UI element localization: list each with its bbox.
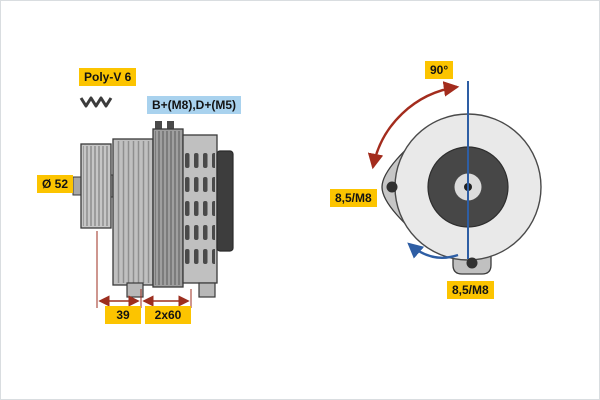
terminals-label: B+(M8),D+(M5) xyxy=(147,96,242,114)
alternator-rear-view xyxy=(367,81,542,275)
belt-rib-icon xyxy=(79,96,113,108)
stator-section xyxy=(152,128,184,288)
rear-cover xyxy=(216,150,234,252)
rear-shield xyxy=(182,134,218,284)
pulley-diameter-label: Ø 52 xyxy=(37,175,74,193)
rear-mounting-foot xyxy=(198,282,216,298)
left-hole-size-label: 8,5/M8 xyxy=(330,189,377,207)
bottom-mounting-hole xyxy=(466,257,478,269)
shaft-end xyxy=(72,176,82,196)
terminal-stud-d xyxy=(167,121,174,130)
dimension-lines xyxy=(96,231,192,308)
rotation-direction-arrow xyxy=(407,242,459,259)
left-mounting-hole xyxy=(386,181,398,193)
belt-type-label: Poly-V 6 xyxy=(79,68,137,86)
poly-v-pulley xyxy=(80,143,112,229)
terminal-stud-b xyxy=(155,121,162,130)
dimension-2x60-label: 2x60 xyxy=(145,306,191,324)
angle-arc-arrow xyxy=(367,81,460,170)
drive-end-shield xyxy=(112,138,154,286)
dimension-39-label: 39 xyxy=(105,306,141,324)
alternator-side-view xyxy=(67,96,234,308)
mounting-angle-label: 90° xyxy=(425,61,454,79)
bottom-hole-size-label: 8,5/M8 xyxy=(447,281,494,299)
